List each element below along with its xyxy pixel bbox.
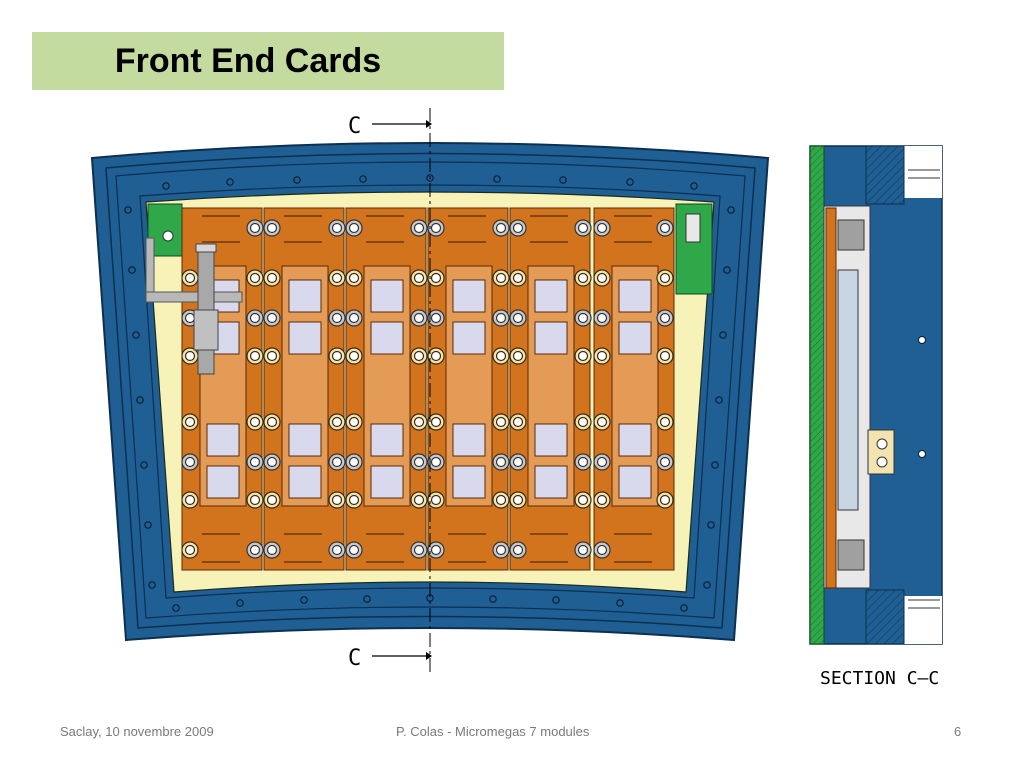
card-column-4 bbox=[427, 207, 509, 571]
section-line: C C bbox=[348, 108, 432, 672]
card-column-6 bbox=[593, 207, 675, 571]
slide-title: Front End Cards bbox=[114, 41, 382, 80]
left-green-connector bbox=[147, 203, 183, 257]
connector-strips bbox=[202, 215, 652, 563]
section-marker-bottom: C bbox=[348, 646, 361, 671]
card-column-2 bbox=[263, 207, 345, 571]
card-column-1 bbox=[181, 207, 263, 571]
right-green-connector bbox=[675, 203, 713, 295]
section-marker-top: C bbox=[348, 114, 361, 139]
card-column-5 bbox=[509, 207, 591, 571]
front-end-cards bbox=[181, 207, 675, 571]
title-band: Front End Cards bbox=[32, 32, 504, 90]
probe-tool bbox=[145, 237, 243, 375]
footer-center: P. Colas - Micromegas 7 modules bbox=[396, 724, 590, 739]
footer-page-number: 6 bbox=[954, 724, 962, 739]
section-caption: SECTION C–C bbox=[820, 668, 939, 689]
section-view: SECTION C–C bbox=[809, 145, 943, 689]
footer-left: Saclay, 10 novembre 2009 bbox=[60, 724, 214, 739]
card-column-3 bbox=[345, 207, 427, 571]
sensor-pads bbox=[206, 279, 652, 499]
